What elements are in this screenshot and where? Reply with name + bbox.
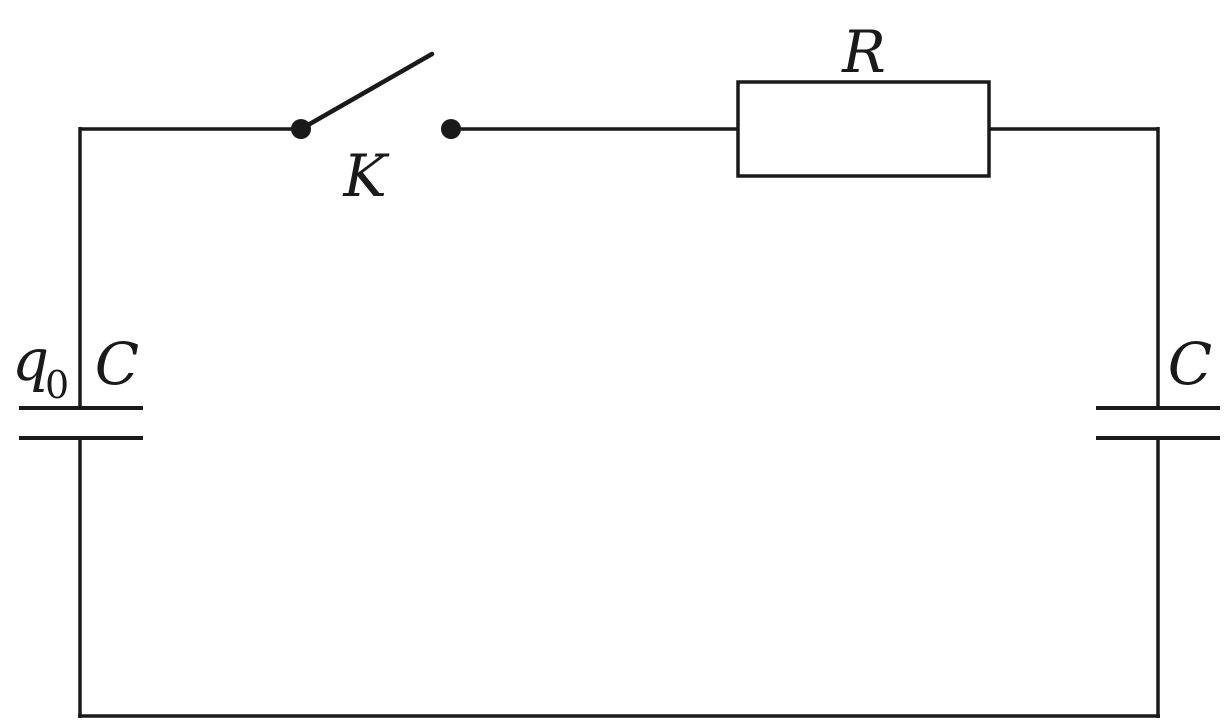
charge-symbol-label: q	[12, 326, 49, 394]
capacitor-left	[19, 406, 143, 440]
switch-contact-terminal	[441, 119, 461, 139]
capacitor-right-label: C	[1168, 330, 1212, 398]
resistor	[736, 80, 991, 178]
capacitor-right	[1096, 406, 1220, 440]
switch	[291, 51, 461, 139]
switch-pivot-terminal	[291, 119, 311, 139]
resistor-label: R	[841, 18, 886, 86]
switch-lever	[298, 51, 435, 132]
capacitor-left-label: C	[95, 330, 139, 398]
charge-subscript-label: 0	[45, 363, 69, 407]
switch-label: K	[342, 142, 390, 210]
